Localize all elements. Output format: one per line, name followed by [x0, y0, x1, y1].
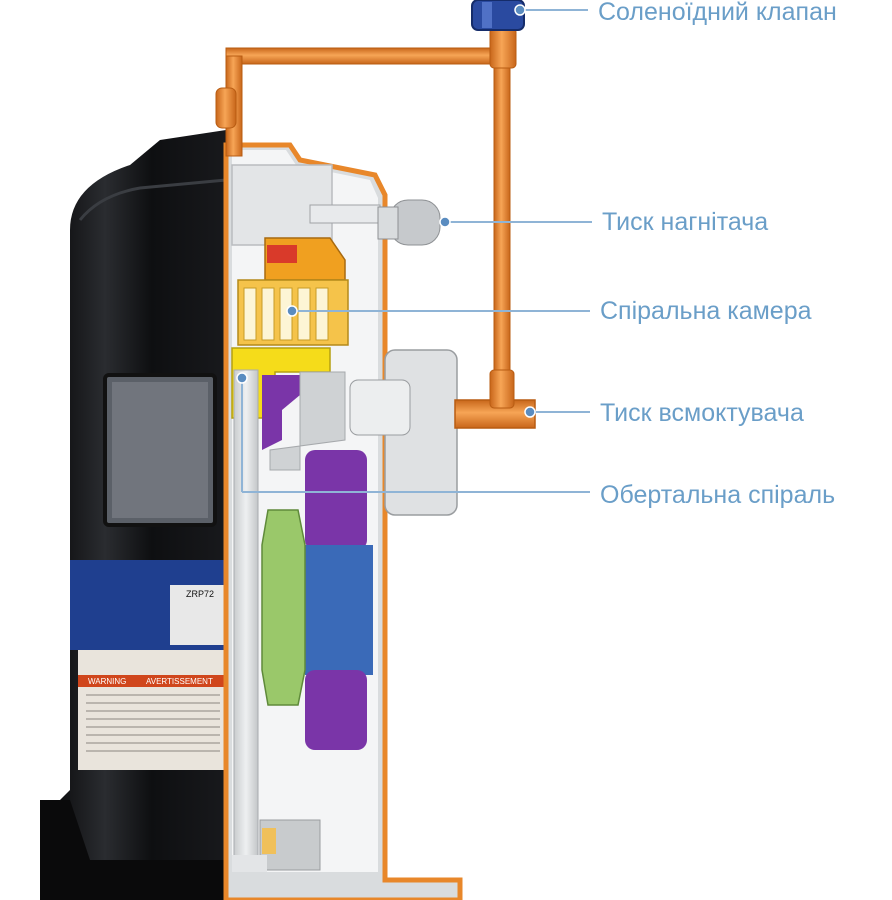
compressor-cutaway — [223, 142, 463, 900]
compressor-shell-exterior: ZRP72 WARNING AVERTISSEMENT — [40, 130, 227, 900]
leader-lines — [241, 9, 592, 493]
label-solenoid-valve: Соленоїдний клапан — [598, 0, 837, 26]
warning-label — [78, 650, 226, 770]
marker-suction — [524, 406, 536, 418]
crankshaft — [233, 369, 259, 871]
marker-orbiting — [236, 372, 248, 384]
nameplate-model: ZRP72 — [186, 589, 214, 599]
discharge-fitting — [309, 199, 441, 246]
warning-right-text: AVERTISSEMENT — [146, 677, 213, 686]
rotor — [261, 509, 306, 706]
stator-upper — [305, 450, 367, 550]
solenoid-valve — [471, 0, 525, 31]
marker-solenoid — [514, 4, 526, 16]
bypass-pipework — [215, 27, 517, 409]
marker-discharge — [439, 216, 451, 228]
label-scroll-chamber: Спіральна камера — [600, 297, 812, 325]
stator — [305, 545, 373, 675]
nameplate — [170, 585, 226, 645]
label-orbiting-scroll: Обертальна спіраль — [600, 481, 836, 509]
warning-left-text: WARNING — [88, 677, 126, 686]
label-suction-pressure: Тиск всмоктувача — [600, 399, 804, 427]
marker-scroll-chamber — [286, 305, 298, 317]
label-discharge-pressure: Тиск нагнітача — [602, 208, 769, 236]
